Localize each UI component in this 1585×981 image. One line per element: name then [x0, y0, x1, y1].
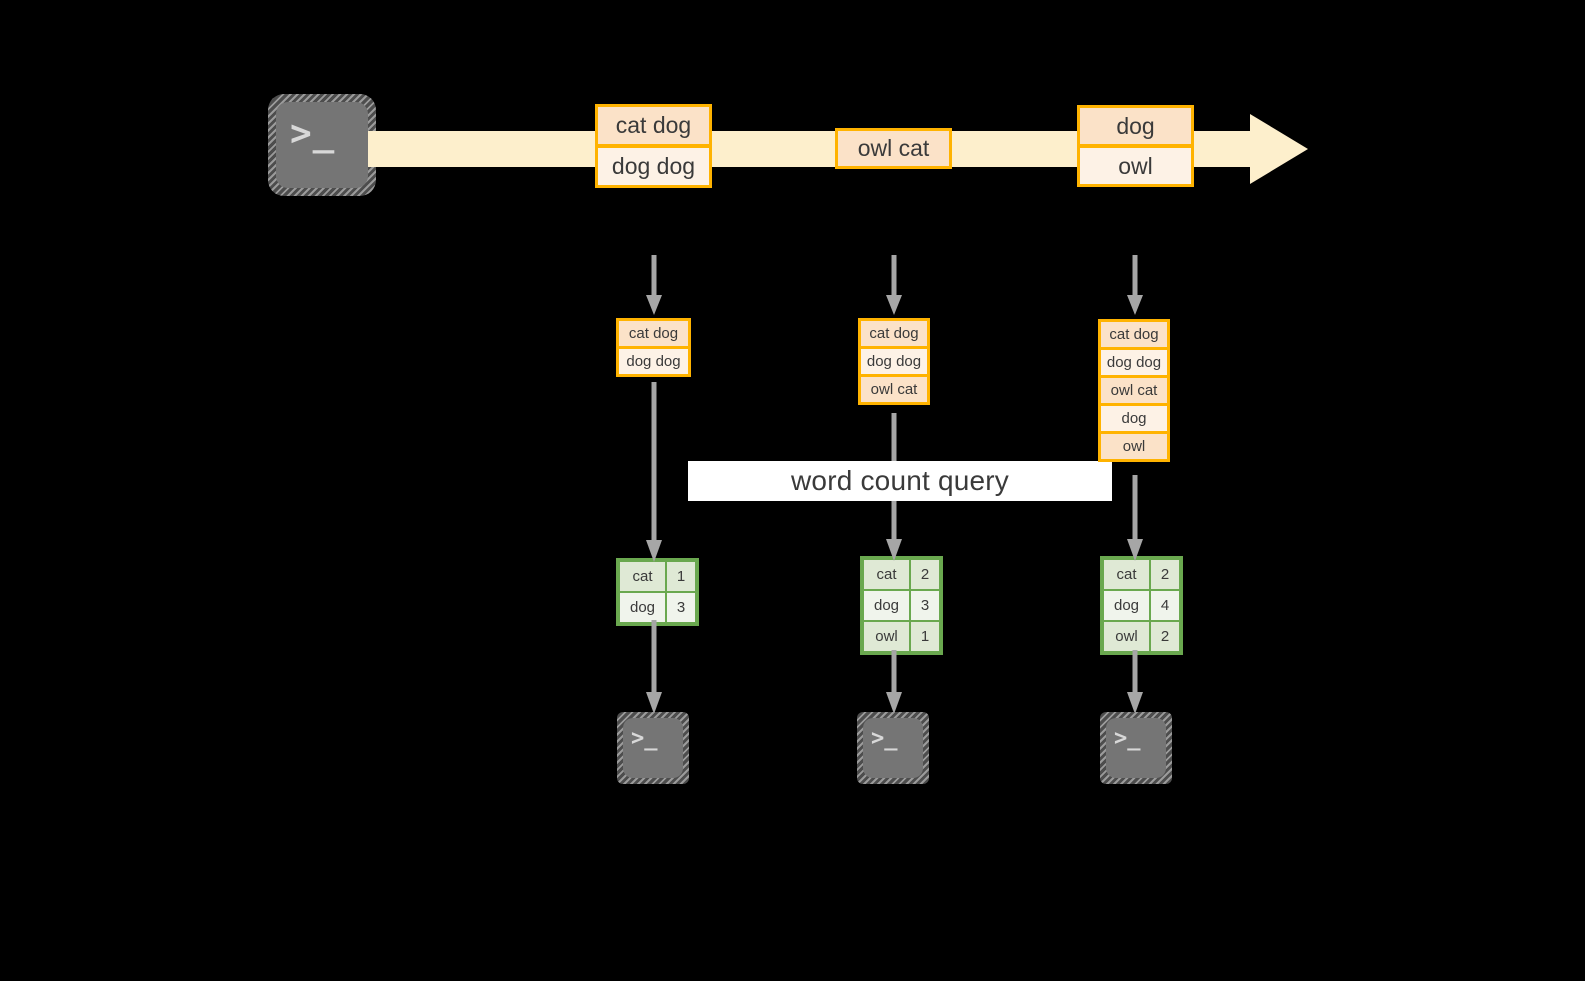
count-cell: 1 [666, 561, 696, 592]
source-terminal-icon: >_ [268, 94, 376, 196]
count-cell: 2 [910, 559, 940, 590]
icon-face [276, 102, 368, 188]
connector-snapshot-to-result-3 [1125, 475, 1145, 563]
count-cell: 2 [1150, 621, 1180, 652]
word-cell: dog [863, 590, 910, 621]
snapshot-event-box: cat dog [1098, 319, 1170, 350]
timeline-event-box: cat dog [595, 104, 712, 147]
word-cell: dog [619, 592, 666, 623]
word-count-result-table: cat 1 dog 3 [616, 558, 699, 626]
word-cell: cat [619, 561, 666, 592]
snapshot-event-box: dog dog [858, 346, 930, 377]
connector-timeline-to-snapshot-1 [644, 255, 664, 317]
word-cell: owl [1103, 621, 1150, 652]
table-row: owl 2 [1103, 621, 1180, 652]
snapshot-event-box: owl [1098, 431, 1170, 462]
query-label: word count query [791, 465, 1009, 496]
state-snapshot-2: cat dog dog dog owl cat [858, 318, 930, 411]
count-cell: 1 [910, 621, 940, 652]
sink-terminal-icon: >_ [1100, 712, 1172, 784]
icon-face [863, 718, 923, 778]
state-snapshot-3: cat dog dog dog owl cat dog owl [1098, 319, 1170, 474]
word-count-result-table: cat 2 dog 3 owl 1 [860, 556, 943, 655]
table-row: cat 2 [863, 559, 940, 590]
state-snapshot-1: cat dog dog dog [616, 318, 691, 380]
snapshot-event-box: dog dog [616, 346, 691, 377]
table-row: dog 3 [863, 590, 940, 621]
terminal-prompt-glyph: >_ [1114, 726, 1141, 751]
connector-timeline-to-snapshot-3 [1125, 255, 1145, 317]
timeline-event-box: owl cat [835, 128, 952, 169]
word-count-result-table: cat 2 dog 4 owl 2 [1100, 556, 1183, 655]
snapshot-event-box: owl cat [1098, 375, 1170, 406]
timeline-event-box: owl [1077, 145, 1194, 187]
connector-result-to-sink-3 [1125, 650, 1145, 716]
snapshot-event-box: cat dog [616, 318, 691, 349]
count-cell: 3 [666, 592, 696, 623]
timeline-event-box: dog [1077, 105, 1194, 147]
connector-result-to-sink-2 [884, 650, 904, 716]
terminal-prompt-glyph: >_ [871, 726, 898, 751]
table-row: dog 3 [619, 592, 696, 623]
connector-timeline-to-snapshot-2 [884, 255, 904, 317]
word-cell: owl [863, 621, 910, 652]
connector-result-to-sink-1 [644, 620, 664, 716]
snapshot-event-box: dog [1098, 403, 1170, 434]
table-row: cat 1 [619, 561, 696, 592]
word-count-query-banner: word count query [688, 461, 1112, 501]
count-cell: 3 [910, 590, 940, 621]
sink-terminal-icon: >_ [857, 712, 929, 784]
connector-snapshot-to-result-1 [644, 382, 664, 564]
word-cell: cat [1103, 559, 1150, 590]
table-row: owl 1 [863, 621, 940, 652]
count-cell: 4 [1150, 590, 1180, 621]
snapshot-event-box: owl cat [858, 374, 930, 405]
snapshot-event-box: cat dog [858, 318, 930, 349]
table-row: dog 4 [1103, 590, 1180, 621]
icon-face [1106, 718, 1166, 778]
timeline-event-box: dog dog [595, 145, 712, 188]
word-cell: dog [1103, 590, 1150, 621]
terminal-prompt-glyph: >_ [631, 726, 658, 751]
count-cell: 2 [1150, 559, 1180, 590]
snapshot-event-box: dog dog [1098, 347, 1170, 378]
word-cell: cat [863, 559, 910, 590]
terminal-prompt-glyph: >_ [290, 113, 336, 154]
sink-terminal-icon: >_ [617, 712, 689, 784]
icon-face [623, 718, 683, 778]
table-row: cat 2 [1103, 559, 1180, 590]
